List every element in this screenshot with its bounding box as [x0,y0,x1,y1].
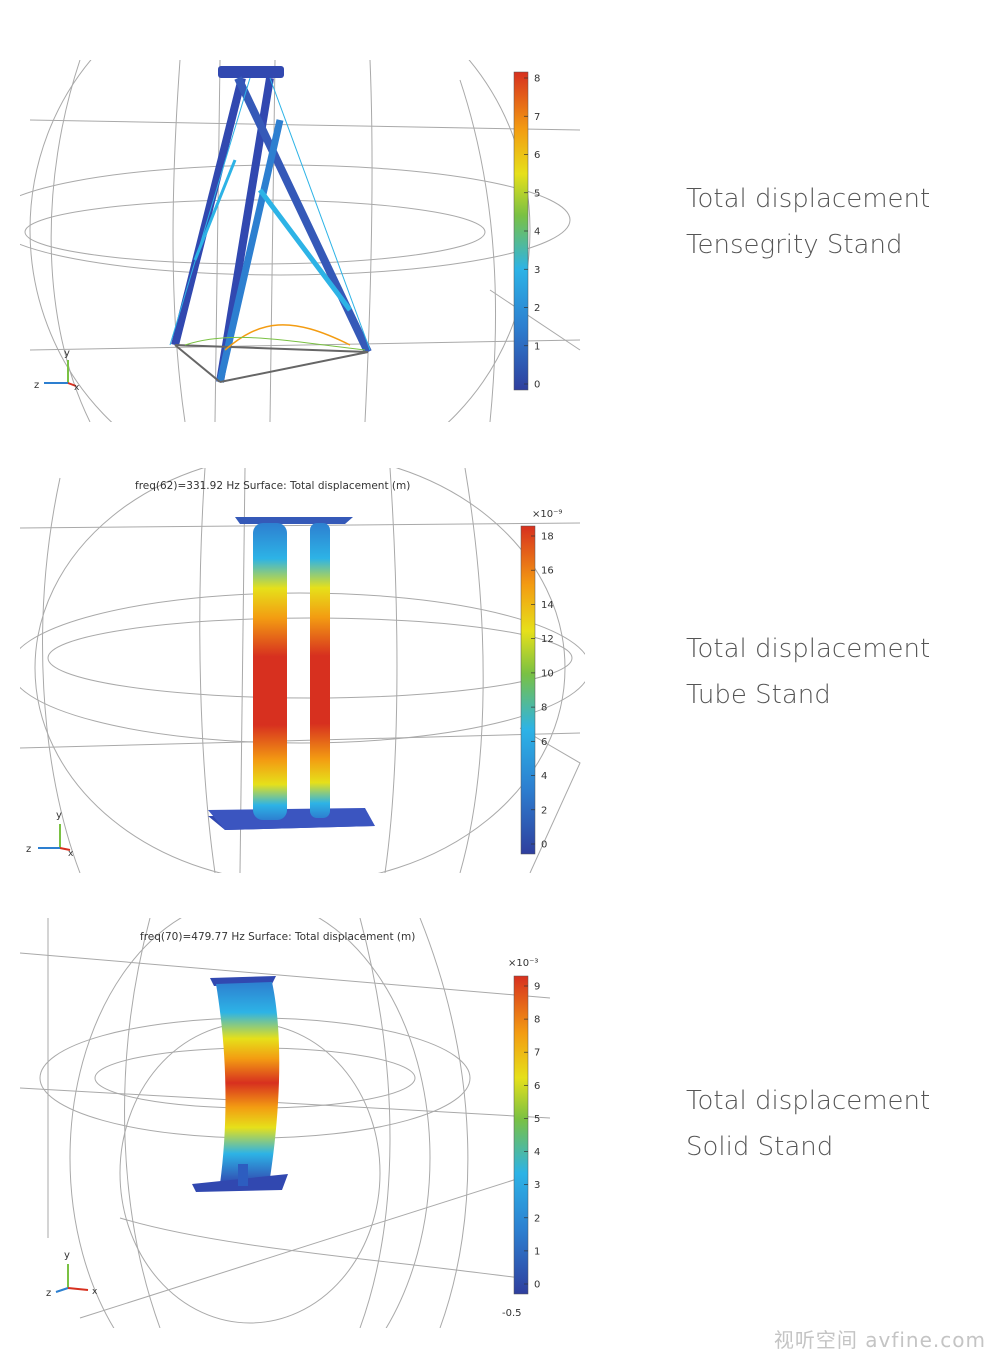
scale-tick-label: 14 [541,600,554,611]
axis-y-label: y [64,348,70,359]
tensegrity-axes-triad: y z x [34,348,80,393]
tensegrity-color-scale: 0 1 2 3 4 5 6 7 8 [513,71,540,391]
tube-caption: Total displacement Tube Stand [686,626,930,718]
scale-tick-label: 5 [534,188,540,199]
caption-title: Total displacement [686,1086,931,1116]
solid-header: freq(70)=479.77 Hz Surface: Total displa… [140,931,415,943]
scale-tick-label: 2 [541,805,547,816]
watermark: 视听空间 avfine.com [773,1328,986,1352]
scale-tick-label: 6 [534,1081,540,1092]
scale-tick-label: 0 [534,1280,540,1291]
tube-panel: freq(62)=331.92 Hz Surface: Total displa… [20,468,930,873]
caption-subtitle: Solid Stand [686,1132,834,1162]
scale-tick-label: 5 [534,1114,540,1125]
scale-tick-label: 10 [541,668,554,679]
tube-plot: freq(62)=331.92 Hz Surface: Total displa… [20,468,585,873]
axis-x-label: x [92,1287,98,1297]
tensegrity-plot: y z x 0 1 2 3 4 5 6 7 8 [20,60,581,422]
scale-extra-label: -0.5 [502,1308,522,1319]
tensegrity-grid [20,60,581,422]
tube-color-scale: ×10⁻⁹ 0 2 4 6 8 10 12 14 16 18 [520,509,562,855]
scale-tick-label: 3 [534,1180,540,1191]
tube-header: freq(62)=331.92 Hz Surface: Total displa… [135,480,410,492]
scale-tick-label: 12 [541,634,554,645]
scale-tick-label: 3 [534,265,540,276]
axis-z-label: z [26,844,31,855]
scale-tick-label: 8 [534,74,540,85]
solid-axes-triad: y z x [46,1250,98,1299]
axis-x-label: x [68,849,74,859]
scale-tick-label: 0 [541,840,547,851]
tube-axes-triad: y z x [26,810,74,859]
tensegrity-panel: y z x 0 1 2 3 4 5 6 7 8 Total displacement Tense… [20,60,930,422]
tube-grid [20,468,585,873]
axis-y-label: y [56,810,62,821]
scale-tick-label: 4 [534,227,540,238]
scale-tick-label: 1 [534,341,540,352]
axis-x-label: x [74,383,80,393]
axis-z-label: z [34,380,39,391]
tensegrity-stand [169,66,372,383]
axis-y-label: y [64,1250,70,1261]
scale-tick-label: 2 [534,303,540,314]
caption-subtitle: Tensegrity Stand [686,230,903,260]
scale-tick-label: 7 [534,1048,540,1059]
scale-tick-label: 4 [541,771,547,782]
solid-plot: freq(70)=479.77 Hz Surface: Total displa… [20,918,551,1328]
scale-tick-label: 6 [541,737,547,748]
caption-subtitle: Tube Stand [686,680,831,710]
solid-caption: Total displacement Solid Stand [686,1078,930,1170]
scale-tick-label: 0 [534,380,540,391]
tensegrity-caption: Total displacement Tensegrity Stand [686,176,930,268]
solid-panel: freq(70)=479.77 Hz Surface: Total displa… [20,918,930,1328]
scale-tick-label: 8 [534,1015,540,1026]
scale-tick-label: 2 [534,1213,540,1224]
solid-stand [192,976,288,1192]
scale-tick-label: 9 [534,982,540,993]
scale-tick-label: 18 [541,532,554,543]
scale-tick-label: 4 [534,1147,540,1158]
scale-tick-label: 7 [534,112,540,123]
caption-title: Total displacement [686,184,931,214]
scale-tick-label: 6 [534,150,540,161]
scale-exponent: ×10⁻³ [508,958,538,969]
scale-tick-label: 8 [541,703,547,714]
solid-color-scale: ×10⁻³ 0 1 2 3 4 5 6 7 8 9 -0.5 [502,958,540,1319]
caption-title: Total displacement [686,634,931,664]
scale-tick-label: 16 [541,566,554,577]
scale-exponent: ×10⁻⁹ [532,509,562,520]
solid-grid [20,918,551,1328]
axis-z-label: z [46,1288,51,1299]
scale-tick-label: 1 [534,1246,540,1257]
tube-stand [208,517,375,830]
